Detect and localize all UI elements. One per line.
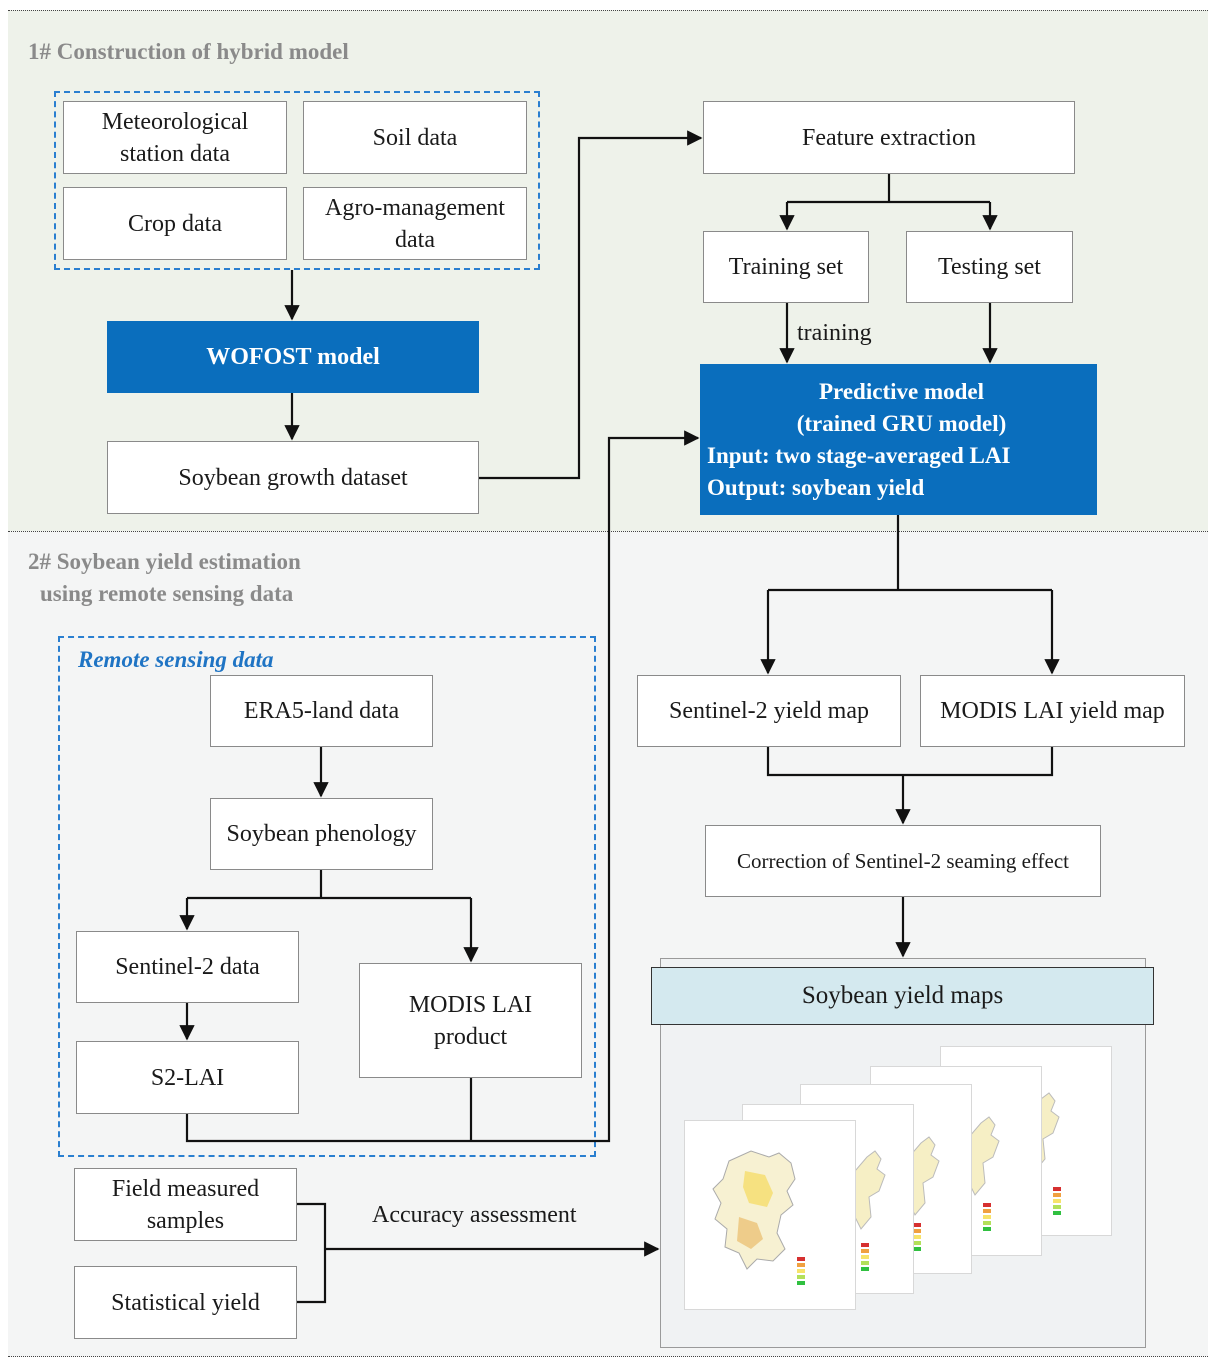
agro-management-box: Agro-management data [303, 187, 527, 260]
input-data-group [54, 91, 540, 270]
crop-data-box: Crop data [63, 187, 287, 260]
sentinel2-yield-map-label: Sentinel-2 yield map [669, 698, 869, 724]
predictive-output: Output: soybean yield [707, 474, 925, 500]
phenology-label: Soybean phenology [226, 821, 417, 847]
line-field-merge [297, 1202, 327, 1304]
agro-line1: Agro-management [325, 194, 505, 221]
training-set-label: Training set [728, 254, 844, 280]
predictive-line2: (trained GRU model) [796, 410, 1007, 436]
sentinel2-label: Sentinel-2 data [115, 954, 260, 980]
meteo-line2: station data [120, 140, 230, 167]
meteorological-data-box: Meteorological station data [63, 101, 287, 174]
training-set-box: Training set [703, 231, 869, 303]
era5-box: ERA5-land data [210, 675, 433, 747]
remote-sensing-group [58, 636, 596, 1157]
statistical-yield-box: Statistical yield [74, 1266, 297, 1339]
soil-label: Soil data [372, 124, 458, 151]
line-maps-merge [766, 747, 1054, 777]
predictive-line1: Predictive model [819, 378, 984, 404]
soil-data-box: Soil data [303, 101, 527, 174]
statistical-yield-label: Statistical yield [111, 1289, 260, 1316]
s2-lai-box: S2-LAI [76, 1041, 299, 1114]
modis-line2: product [433, 1023, 508, 1050]
arrow-lai-to-model [185, 430, 700, 1143]
crop-label: Crop data [128, 210, 222, 237]
section1-title: 1# Construction of hybrid model [28, 39, 349, 64]
yield-maps-label: Soybean yield maps [801, 982, 1004, 1009]
predictive-model-box: Predictive model (trained GRU model) Inp… [700, 364, 1097, 515]
arrow-dataset-to-feature [479, 130, 703, 480]
modis-yield-map-box: MODIS LAI yield map [920, 675, 1185, 747]
growth-dataset-box: Soybean growth dataset [107, 441, 479, 514]
modis-lai-product-box: MODIS LAI product [359, 963, 582, 1078]
section2-title-line1: 2# Soybean yield estimation [28, 549, 301, 574]
correction-label: Correction of Sentinel-2 seaming effect [736, 849, 1069, 873]
modis-yield-map-label: MODIS LAI yield map [940, 698, 1165, 724]
feature-extraction-label: Feature extraction [802, 124, 976, 151]
wofost-label: WOFOST model [206, 344, 380, 370]
testing-set-label: Testing set [938, 254, 1041, 280]
era5-label: ERA5-land data [243, 698, 400, 724]
field-samples-box: Field measured samples [74, 1168, 297, 1241]
correction-box: Correction of Sentinel-2 seaming effect [705, 825, 1101, 897]
sentinel2-data-box: Sentinel-2 data [76, 931, 299, 1003]
phenology-box: Soybean phenology [210, 798, 433, 870]
accuracy-assessment-label: Accuracy assessment [372, 1202, 577, 1228]
feature-extraction-box: Feature extraction [703, 101, 1075, 174]
wofost-model-box: WOFOST model [107, 321, 479, 393]
meteo-line1: Meteorological [101, 108, 249, 135]
field-line1: Field measured [111, 1175, 260, 1202]
modis-line1: MODIS LAI [408, 991, 533, 1018]
map-image [712, 1150, 805, 1285]
predictive-input: Input: two stage-averaged LAI [707, 442, 1011, 468]
yield-maps-header: Soybean yield maps [651, 967, 1154, 1025]
remote-sensing-title: Remote sensing data [78, 647, 274, 672]
testing-set-box: Testing set [906, 231, 1073, 303]
training-arrow-label: training [797, 320, 872, 346]
growth-dataset-label: Soybean growth dataset [178, 464, 408, 491]
s2-lai-label: S2-LAI [150, 1064, 225, 1091]
section2-title-line2: using remote sensing data [40, 581, 294, 606]
agro-line2: data [395, 226, 435, 253]
sentinel2-yield-map-box: Sentinel-2 yield map [637, 675, 901, 747]
field-line2: samples [146, 1207, 225, 1234]
map-thumbnail-front [684, 1120, 856, 1310]
